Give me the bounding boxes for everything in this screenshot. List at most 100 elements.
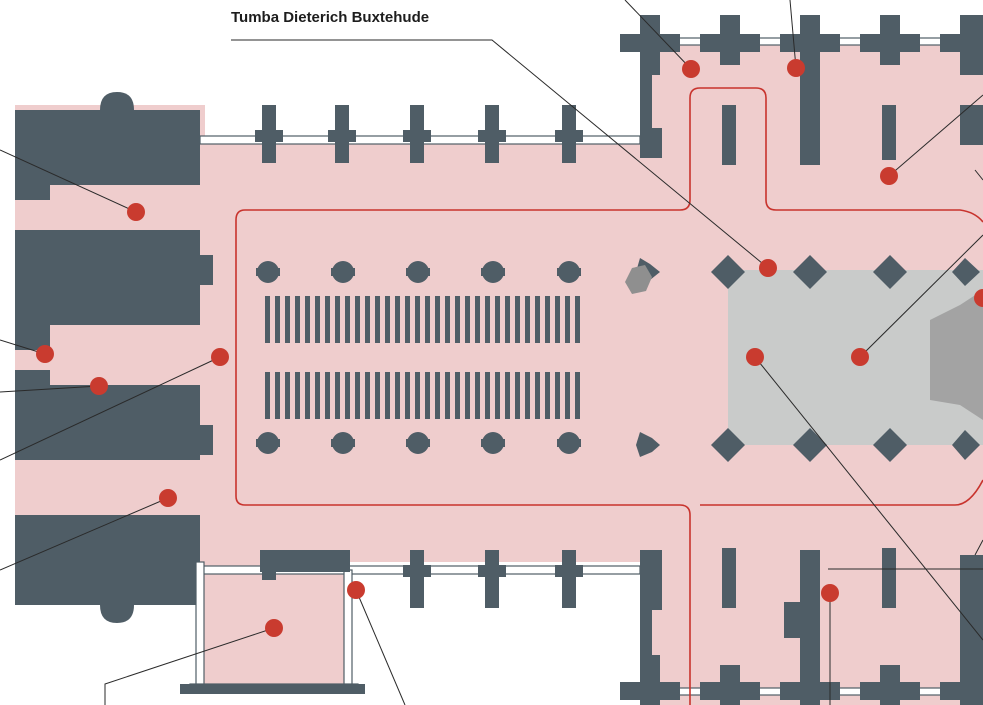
north-buttresses (255, 105, 662, 163)
pew (335, 296, 340, 343)
leader-south-chapel (104, 627, 275, 705)
pew (305, 372, 310, 419)
pew (295, 296, 300, 343)
pew (535, 372, 540, 419)
west-buttress-n (195, 255, 213, 285)
pew (555, 372, 560, 419)
pew (465, 296, 470, 343)
marker-east-edge[interactable] (974, 289, 983, 307)
pew (265, 372, 270, 419)
pew (345, 372, 350, 419)
south-tower-inner (15, 515, 50, 605)
south-tower-cap (100, 605, 134, 623)
pew (455, 296, 460, 343)
marker-south-east-chapel[interactable] (821, 584, 839, 602)
pew (315, 372, 320, 419)
marker-north-east-chapel[interactable] (880, 167, 898, 185)
marker-north-chapel-b[interactable] (787, 59, 805, 77)
pew (495, 296, 500, 343)
leader-choir-right (859, 234, 983, 358)
pew (435, 372, 440, 419)
pew (495, 372, 500, 419)
pew (375, 372, 380, 419)
baptismal-font (625, 265, 652, 294)
high-altar (930, 290, 983, 420)
pew (385, 372, 390, 419)
leader-west-south (0, 497, 169, 571)
marker-nave-west[interactable] (211, 348, 229, 366)
leader-west-north (0, 149, 137, 213)
pew (355, 372, 360, 419)
choir-piers (711, 255, 980, 462)
west-wall-south-inner (15, 370, 50, 460)
leader-nave-west (0, 356, 221, 461)
pew (355, 296, 360, 343)
marker-west-door[interactable] (36, 345, 54, 363)
pew (265, 296, 270, 343)
pew (275, 296, 280, 343)
pew (315, 296, 320, 343)
leader-north-chapel-a (624, 0, 692, 70)
leader-buxtehude (231, 39, 769, 269)
marker-choir-right[interactable] (851, 348, 869, 366)
pew (285, 296, 290, 343)
leader-east-edge (974, 169, 983, 181)
west-buttress-s (195, 425, 213, 455)
north-tower-cap (100, 92, 134, 110)
pew (365, 296, 370, 343)
pew (405, 296, 410, 343)
pew (325, 296, 330, 343)
west-wall-north-inner (15, 230, 50, 350)
pew (395, 296, 400, 343)
pew (465, 372, 470, 419)
leader-north-chapel-b (789, 0, 797, 69)
pew (525, 372, 530, 419)
marker-west-chapel-north[interactable] (127, 203, 145, 221)
pew (515, 296, 520, 343)
pew (365, 372, 370, 419)
pew (485, 372, 490, 419)
pew (575, 296, 580, 343)
pew (525, 296, 530, 343)
nave-piers-south (256, 432, 660, 457)
west-front (15, 92, 213, 623)
pew (555, 296, 560, 343)
marker-west-porch[interactable] (90, 377, 108, 395)
marker-south-porch[interactable] (347, 581, 365, 599)
pew (475, 296, 480, 343)
leader-north-east (888, 94, 983, 177)
pew (395, 372, 400, 419)
pew (285, 372, 290, 419)
pew (335, 372, 340, 419)
pew (425, 372, 430, 419)
leader-west-porch (0, 385, 100, 393)
pew (445, 372, 450, 419)
south-transept (620, 548, 983, 705)
leader-south-porch (355, 589, 406, 705)
pew (385, 296, 390, 343)
markers (36, 59, 983, 637)
pew (455, 372, 460, 419)
marker-north-chapel-a[interactable] (682, 60, 700, 78)
pew (535, 296, 540, 343)
marker-west-chapel-south[interactable] (159, 489, 177, 507)
pew (545, 372, 550, 419)
pew (445, 296, 450, 343)
leader-choir-left (754, 356, 983, 641)
marker-south-chapel[interactable] (265, 619, 283, 637)
north-transept (620, 15, 983, 165)
leader-east-bottom (974, 539, 983, 556)
pew (295, 372, 300, 419)
marker-choir-left[interactable] (746, 348, 764, 366)
south-chapel (180, 550, 365, 694)
marker-buxtehude-tomb[interactable] (759, 259, 777, 277)
pew (515, 372, 520, 419)
north-tower-inner (15, 110, 50, 200)
pew (405, 372, 410, 419)
pew (505, 372, 510, 419)
pew (435, 296, 440, 343)
pew (425, 296, 430, 343)
pew (545, 296, 550, 343)
